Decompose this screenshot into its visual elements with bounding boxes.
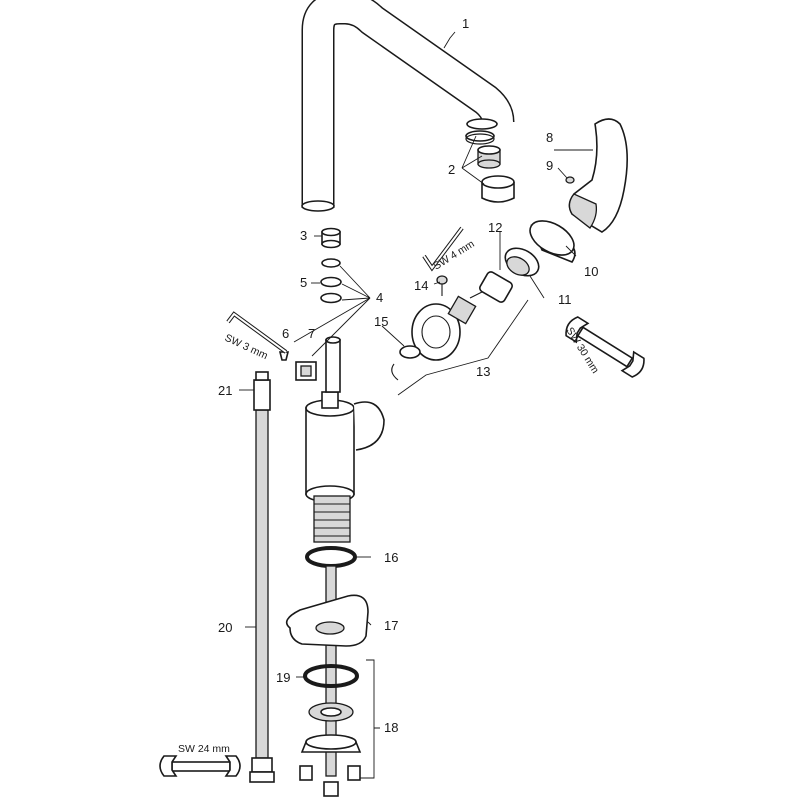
- part-9-screw: [565, 176, 575, 184]
- part-17-plate: [285, 594, 369, 647]
- tool-labels: SW 4 mm SW 3 mm SW 30 mm SW 24 mm: [178, 238, 601, 755]
- leader-lines: [239, 31, 593, 779]
- label-part-4: 4: [376, 290, 383, 305]
- label-part-7: 7: [308, 326, 315, 341]
- part-6-screw: [278, 351, 290, 361]
- label-part-18: 18: [384, 720, 398, 735]
- label-part-9: 9: [546, 158, 553, 173]
- cartridge-part: [411, 291, 483, 361]
- wrench-24-icon: [159, 755, 241, 777]
- part-labels: 1 2 3 4 5 6 7 8 9 10 11 12 13 14 15 16 1…: [218, 16, 598, 735]
- label-part-20: 20: [218, 620, 232, 635]
- part-7-clip: [295, 361, 317, 381]
- tool-label-sw24: SW 24 mm: [178, 743, 230, 755]
- label-part-11: 11: [558, 292, 572, 307]
- label-part-2: 2: [448, 162, 455, 177]
- mixer-body-part: [305, 336, 385, 543]
- hex-key-4-icon: [422, 226, 464, 272]
- wrench-30-icon: [565, 316, 645, 378]
- label-part-12: 12: [488, 220, 502, 235]
- part-15-clip: [391, 345, 421, 381]
- label-part-13: 13: [476, 364, 490, 379]
- label-part-19: 19: [276, 670, 290, 685]
- label-part-5: 5: [300, 275, 307, 290]
- part-11-nut: [504, 247, 540, 277]
- label-part-8: 8: [546, 130, 553, 145]
- label-part-1: 1: [462, 16, 469, 31]
- label-part-16: 16: [384, 550, 398, 565]
- label-part-6: 6: [282, 326, 289, 341]
- part-10-cover: [529, 220, 576, 263]
- part-19-washer: [303, 664, 359, 688]
- label-part-21: 21: [218, 383, 232, 398]
- label-part-14: 14: [414, 278, 428, 293]
- hex-key-3-icon: [226, 311, 288, 354]
- part-3-nut: [321, 227, 341, 249]
- tool-label-sw4: SW 4 mm: [431, 238, 477, 273]
- label-part-15: 15: [374, 314, 388, 329]
- part-18-fixing-set: [299, 702, 362, 797]
- mounting-stud-part: [325, 565, 337, 777]
- lever-handle-part: [568, 118, 628, 233]
- part-12-adapter: [479, 271, 513, 303]
- part-14-screw: [436, 275, 448, 296]
- part-4-5-rings: [320, 258, 342, 304]
- label-part-10: 10: [584, 264, 598, 279]
- label-part-3: 3: [300, 228, 307, 243]
- supply-hose-part: [249, 371, 275, 783]
- spout-part: [301, 0, 515, 212]
- part-16-oring: [305, 546, 357, 568]
- label-part-17: 17: [384, 618, 398, 633]
- aerator-part: [465, 130, 515, 203]
